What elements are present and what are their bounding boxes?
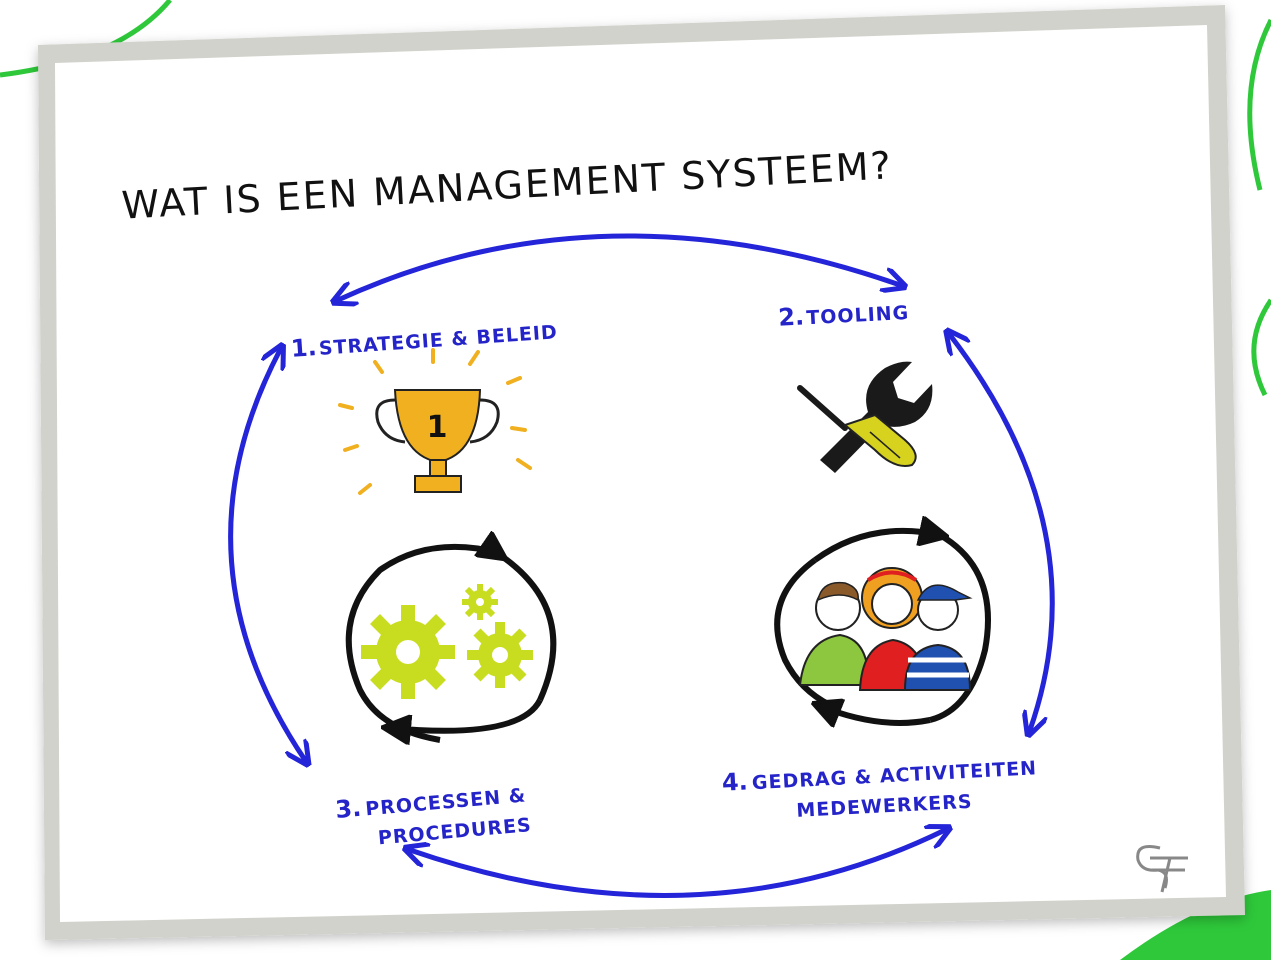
people-cycle-icon (774, 531, 991, 723)
gears-cycle-icon (345, 547, 557, 740)
cycle-arrows (228, 233, 1055, 898)
arrow-1-2 (338, 233, 900, 300)
node-number: 3. (334, 794, 362, 824)
trophy-icon: 1 (338, 348, 532, 495)
node-label: TOOLING (806, 302, 910, 329)
signature-logo (1136, 845, 1188, 893)
node-number: 4. (721, 767, 748, 796)
node-number: 1. (290, 333, 318, 363)
arrow-2-4 (950, 335, 1055, 730)
node-number: 2. (778, 302, 805, 331)
whiteboard-frame (38, 5, 1245, 940)
trophy-number: 1 (427, 410, 448, 445)
wrench-screwdriver-icon (797, 361, 933, 473)
arrow-3-1 (228, 350, 305, 760)
node-tooling: 2. TOOLING (778, 302, 910, 332)
arrow-4-3 (410, 830, 945, 898)
